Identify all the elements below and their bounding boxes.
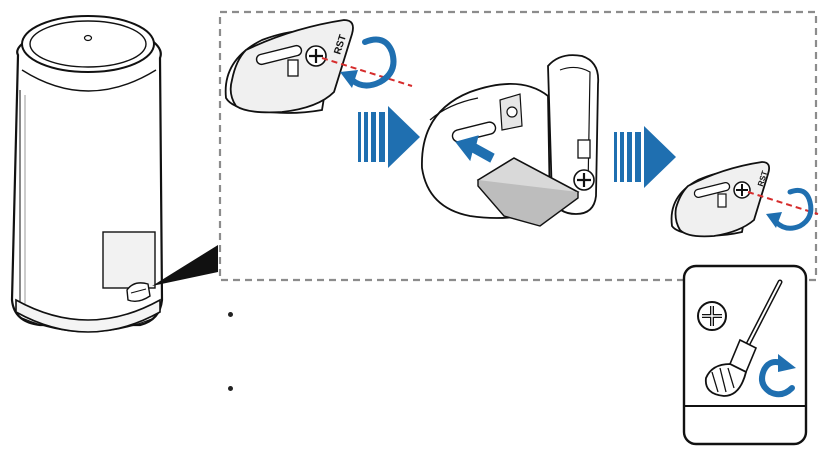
bullet-point-2 (228, 386, 233, 391)
push-arrow-icon (358, 106, 420, 168)
rotate-arrow-icon (766, 190, 811, 228)
bullet-point-1 (228, 312, 233, 317)
phillips-screw-icon (574, 170, 594, 190)
phillips-screw-icon (698, 302, 726, 330)
push-arrow-icon (614, 126, 676, 188)
phillips-screw-icon (306, 46, 326, 66)
cover-cap-step-1: RST (226, 20, 412, 113)
camera-body (12, 16, 162, 332)
phillips-screw-icon (734, 182, 750, 198)
screwdriver-box (684, 266, 806, 444)
